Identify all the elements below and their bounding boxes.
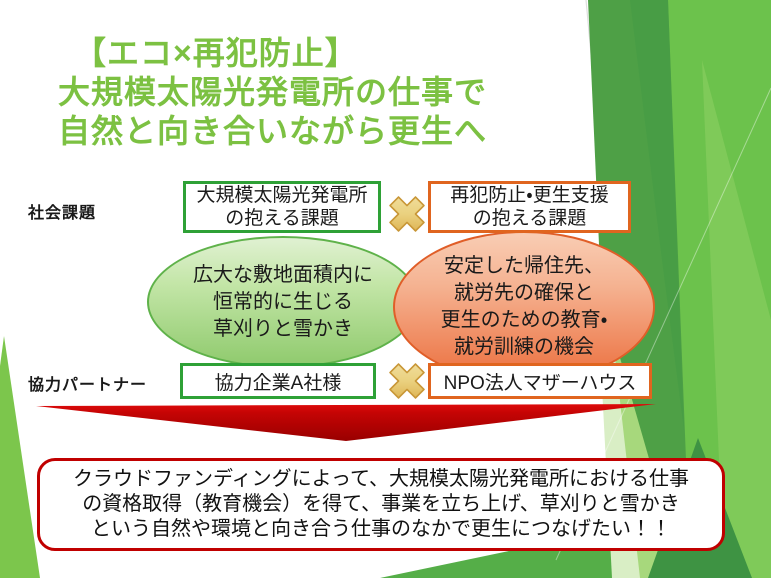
slide-title-line-1: 【エコ×再犯防止】 [74,35,358,71]
solar-issue-box-line-2: の抱える課題 [225,208,339,229]
recidivism-detail-ellipse: 安定した帰住先、 就労先の確保と 更生のための教育・ 就労訓練の機会 [393,231,655,383]
recidivism-issue-box-line-2: の抱える課題 [472,208,587,229]
partner-npo-name: NPO法人マザーハウス [443,372,637,394]
partner-label: 協力パートナー [28,377,148,394]
multiply-icon [389,363,425,399]
slide-title-line-3: 自然と向き合いながら更生へ [58,113,488,149]
conclusion-line-3: という自然や環境と向き合う仕事のなかで更生につなげたい！！ [91,518,671,540]
social-issue-label: 社会課題 [28,205,97,222]
recidivism-detail-line-3: 更生のための教育・ [440,309,608,331]
slide-title-line-2: 大規模太陽光発電所の仕事で [58,74,488,110]
solar-issue-box-line-1: 大規模太陽光発電所 [196,185,368,206]
partner-npo-box: NPO法人マザーハウス [428,363,652,399]
recidivism-detail-line-1: 安定した帰住先、 [444,255,604,277]
solar-issue-box: 大規模太陽光発電所 の抱える課題 [183,181,381,233]
recidivism-issue-box: 再犯防止・更生支援 の抱える課題 [428,181,631,233]
partner-company-name: 協力企業A社様 [214,372,342,394]
partner-company-box: 協力企業A社様 [180,363,376,399]
slide-title: 【エコ×再犯防止】 大規模太陽光発電所の仕事で 自然と向き合いながら更生へ [58,34,618,151]
recidivism-issue-box-line-1: 再犯防止・更生支援 [450,185,609,206]
solar-detail-ellipse: 広大な敷地面積内に 恒常的に生じる 草刈りと雪かき [147,236,419,368]
conclusion-line-2: の資格取得（教育機会）を得て、事業を立ち上げ、草刈りと雪かき [82,493,680,515]
red-down-arrow-icon [36,404,656,441]
recidivism-detail-line-4: 就労訓練の機会 [454,336,594,358]
conclusion-line-1: クラウドファンディングによって、大規模太陽光発電所における仕事 [73,468,689,490]
solar-detail-line-2: 恒常的に生じる [213,290,353,313]
solar-detail-line-1: 広大な敷地面積内に [193,263,373,286]
multiply-icon [389,196,425,232]
solar-detail-line-3: 草刈りと雪かき [213,317,353,340]
conclusion-box: クラウドファンディングによって、大規模太陽光発電所における仕事 の資格取得（教育… [37,458,725,551]
recidivism-detail-line-2: 就労先の確保と [454,282,594,304]
